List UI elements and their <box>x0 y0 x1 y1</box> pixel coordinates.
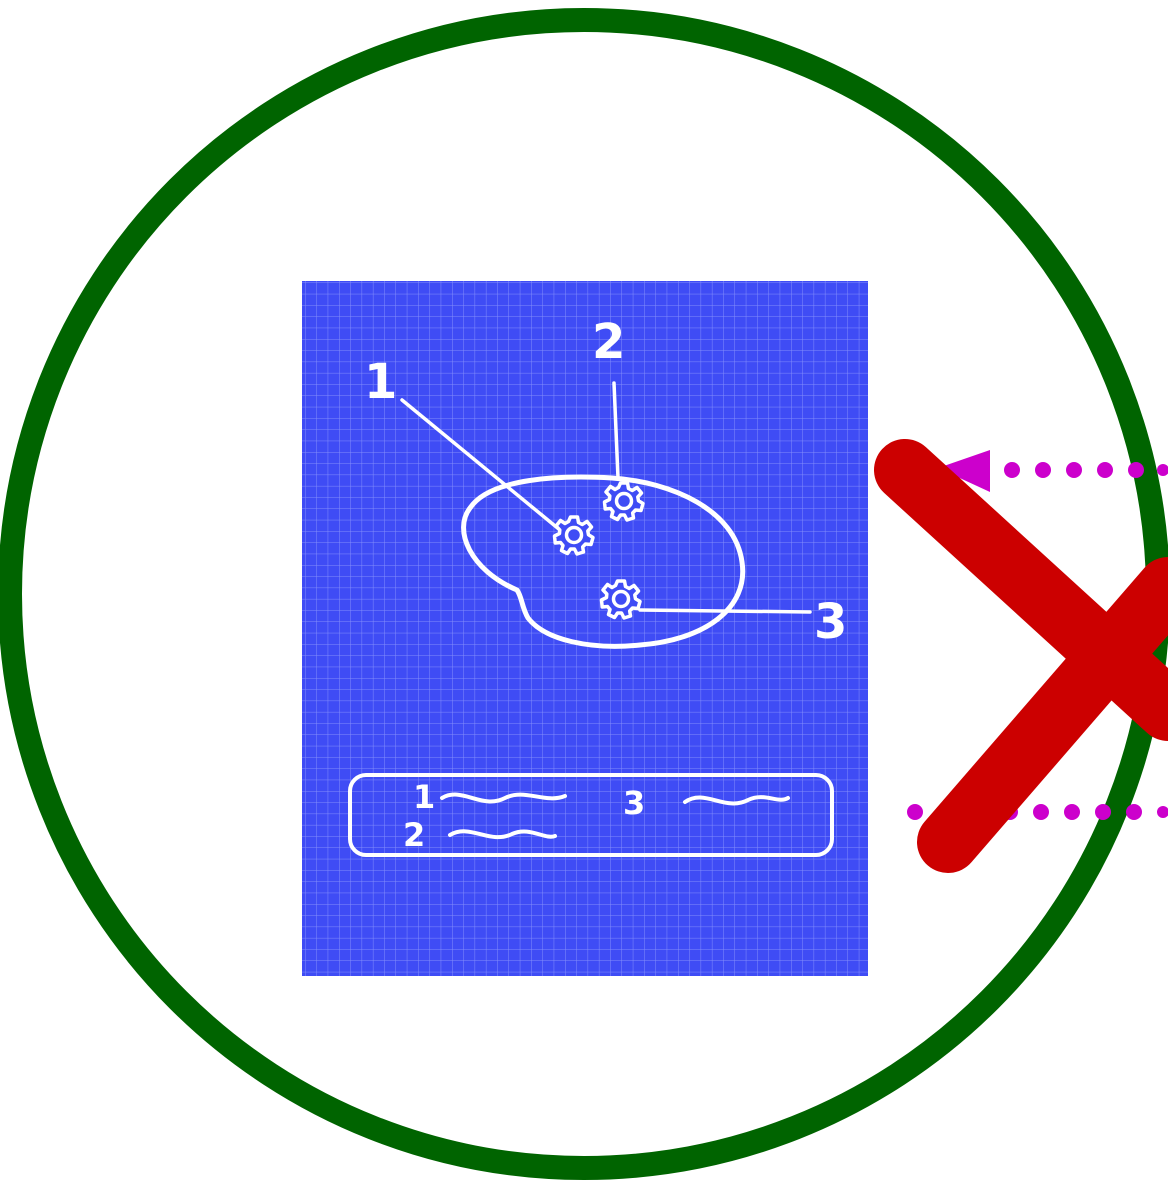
callout-label-1: 1 <box>364 354 397 410</box>
legend-number-2: 2 <box>403 816 425 854</box>
callout-label-2: 2 <box>592 314 625 370</box>
legend-number-3: 3 <box>623 784 645 822</box>
callout-label-3: 3 <box>814 594 847 650</box>
legend-number-1: 1 <box>413 778 435 816</box>
callout-line-3 <box>640 610 810 612</box>
